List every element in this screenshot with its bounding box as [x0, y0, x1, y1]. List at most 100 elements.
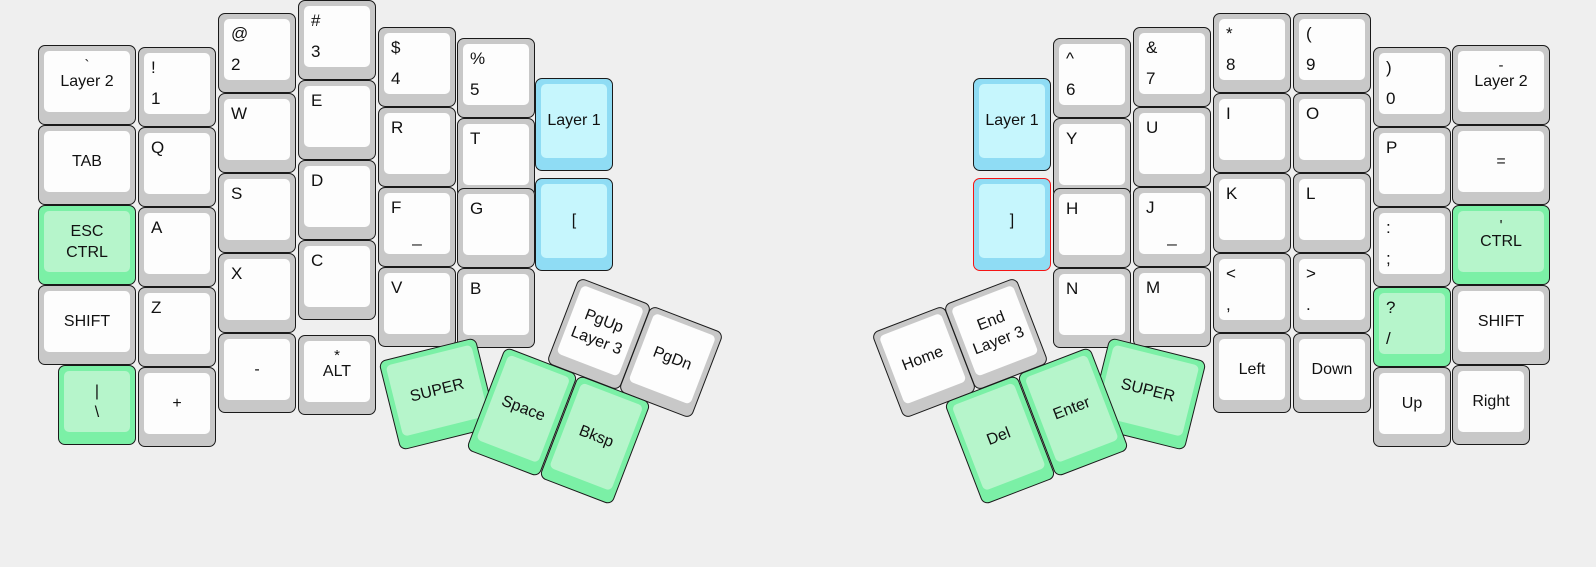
key-r-c1-r4[interactable]: SHIFT	[1452, 285, 1550, 365]
key-legend-top-r-c2-r2: P	[1386, 138, 1398, 157]
key-r-c1-r2[interactable]: =	[1452, 125, 1550, 205]
key-l-c6-r2[interactable]: T	[457, 118, 535, 198]
keycap-r-c6-r1: ^6	[1059, 44, 1125, 105]
key-r-c4-r1[interactable]: *8	[1213, 13, 1291, 93]
key-legend-center-l-c2-r5: +	[172, 394, 182, 412]
keycap-l-c1-r1: `Layer 2	[44, 51, 130, 112]
key-l-c1-r4[interactable]: SHIFT	[38, 285, 136, 365]
key-r-c6-r1[interactable]: ^6	[1053, 38, 1131, 118]
key-l-c2-r5[interactable]: +	[138, 367, 216, 447]
keycap-l-c3-r3: S	[224, 179, 290, 240]
key-legend-center-r-c7-r2: ]	[1009, 212, 1015, 229]
key-r-c2-r5[interactable]: Up	[1373, 367, 1451, 447]
key-l-c1-r2[interactable]: TAB	[38, 125, 136, 205]
key-l-c6-r1[interactable]: %5	[457, 38, 535, 118]
key-legend-center-r-t-home: Home	[899, 342, 946, 374]
key-r-c6-r2[interactable]: Y	[1053, 118, 1131, 198]
key-r-c6-r4[interactable]: N	[1053, 268, 1131, 348]
key-l-c2-r1[interactable]: !1	[138, 47, 216, 127]
key-r-c5-r3[interactable]: J_	[1133, 187, 1211, 267]
keycap-l-c7-r2: [	[541, 184, 607, 258]
keycap-r-c3-r1: (9	[1299, 19, 1365, 80]
key-r-c5-r4[interactable]: M	[1133, 267, 1211, 347]
key-r-c5-r1[interactable]: &7	[1133, 27, 1211, 107]
keycap-l-t-super: SUPER	[385, 344, 489, 437]
keycap-l-c6-r1: %5	[463, 44, 529, 105]
key-r-c2-r1[interactable]: )0	[1373, 47, 1451, 127]
key-r-c1-r1[interactable]: -Layer 2	[1452, 45, 1550, 125]
keycap-l-c6-r2: T	[463, 124, 529, 185]
key-l-c5-r3[interactable]: F_	[378, 187, 456, 267]
key-r-c4-r4[interactable]: <,	[1213, 253, 1291, 333]
keycap-l-t-pgdn: PgDn	[628, 312, 717, 405]
key-l-c2-r4[interactable]: Z	[138, 287, 216, 367]
key-legend-bottom-l-c5-r1: 4	[391, 69, 401, 88]
key-legend-center-r-t-super: SUPER	[1119, 375, 1177, 406]
key-l-c3-r3[interactable]: S	[218, 173, 296, 253]
key-l-c5-r1[interactable]: $4	[378, 27, 456, 107]
keycap-r-c3-r3: L	[1299, 179, 1365, 240]
key-r-c2-r2[interactable]: P	[1373, 127, 1451, 207]
keycap-l-c1-r2: TAB	[44, 131, 130, 192]
key-legend-center-l-c4-r5: ALT	[322, 362, 352, 380]
key-r-c1-r3[interactable]: 'CTRL	[1452, 205, 1550, 285]
key-r-c2-r4[interactable]: ?/	[1373, 287, 1451, 367]
key-r-c6-r3[interactable]: H	[1053, 188, 1131, 268]
key-r-c3-r5[interactable]: Down	[1293, 333, 1371, 413]
key-l-c3-r4[interactable]: X	[218, 253, 296, 333]
key-r-c3-r2[interactable]: O	[1293, 93, 1371, 173]
key-l-c2-r2[interactable]: Q	[138, 127, 216, 207]
keycap-l-c4-r2: E	[304, 86, 370, 147]
key-legend-top-r-c2-r4: ?	[1386, 298, 1396, 317]
key-r-c1-r5[interactable]: Right	[1452, 365, 1530, 445]
key-r-c3-r1[interactable]: (9	[1293, 13, 1371, 93]
key-r-c2-r3[interactable]: :;	[1373, 207, 1451, 287]
key-l-c6-r4[interactable]: B	[457, 268, 535, 348]
key-l-c3-r1[interactable]: @2	[218, 13, 296, 93]
key-r-c4-r2[interactable]: I	[1213, 93, 1291, 173]
key-l-c1-r1[interactable]: `Layer 2	[38, 45, 136, 125]
keycap-l-c5-r4: V	[384, 273, 450, 334]
key-legend-center-r-c1-r4: SHIFT	[1477, 312, 1525, 330]
key-legend-center-l-c7-r2: [	[571, 212, 577, 229]
key-l-c4-r5[interactable]: *ALT	[298, 335, 376, 415]
key-l-c7-r2[interactable]: [	[535, 178, 613, 271]
key-legend-top-l-c4-r1: #	[311, 11, 321, 30]
keycap-l-c2-r5: +	[144, 373, 210, 434]
keycap-l-c1-r4: SHIFT	[44, 291, 130, 352]
key-legend-center-r-c3-r5: Down	[1311, 360, 1353, 378]
key-l-c5-r4[interactable]: V	[378, 267, 456, 347]
key-l-c3-r5[interactable]: -	[218, 333, 296, 413]
key-l-c3-r2[interactable]: W	[218, 93, 296, 173]
key-r-c7-r1[interactable]: Layer 1	[973, 78, 1051, 171]
keycap-l-c2-r1: !1	[144, 53, 210, 114]
key-legend-bottom-r-c2-r4: /	[1386, 329, 1391, 348]
key-r-c4-r5[interactable]: Left	[1213, 333, 1291, 413]
keycap-l-c4-r3: D	[304, 166, 370, 227]
keycap-l-c4-r4: C	[304, 246, 370, 307]
key-r-c5-r2[interactable]: U	[1133, 107, 1211, 187]
key-l-c6-r3[interactable]: G	[457, 188, 535, 268]
keycap-l-c3-r4: X	[224, 259, 290, 320]
key-r-c7-r2[interactable]: ]	[973, 178, 1051, 271]
key-legend-top-l-c2-r3: A	[151, 218, 163, 237]
key-l-c2-r3[interactable]: A	[138, 207, 216, 287]
key-legend-top-l-c6-r3: G	[470, 199, 484, 218]
key-r-c4-r3[interactable]: K	[1213, 173, 1291, 253]
key-r-c3-r4[interactable]: >.	[1293, 253, 1371, 333]
key-l-c4-r3[interactable]: D	[298, 160, 376, 240]
key-legend-top-l-c3-r1: @	[231, 24, 249, 43]
keycap-r-c6-r4: N	[1059, 274, 1125, 335]
keycap-l-c7-r1: Layer 1	[541, 84, 607, 158]
key-legend-top-r-c6-r4: N	[1066, 279, 1079, 298]
key-l-c5-r2[interactable]: R	[378, 107, 456, 187]
key-l-c7-r1[interactable]: Layer 1	[535, 78, 613, 171]
key-l-c4-r4[interactable]: C	[298, 240, 376, 320]
key-r-c3-r3[interactable]: L	[1293, 173, 1371, 253]
key-l-c4-r1[interactable]: #3	[298, 0, 376, 80]
key-legend-center-r-c1-r2: =	[1496, 152, 1506, 170]
key-l-c4-r2[interactable]: E	[298, 80, 376, 160]
key-l-c1-r5[interactable]: |\	[58, 365, 136, 445]
